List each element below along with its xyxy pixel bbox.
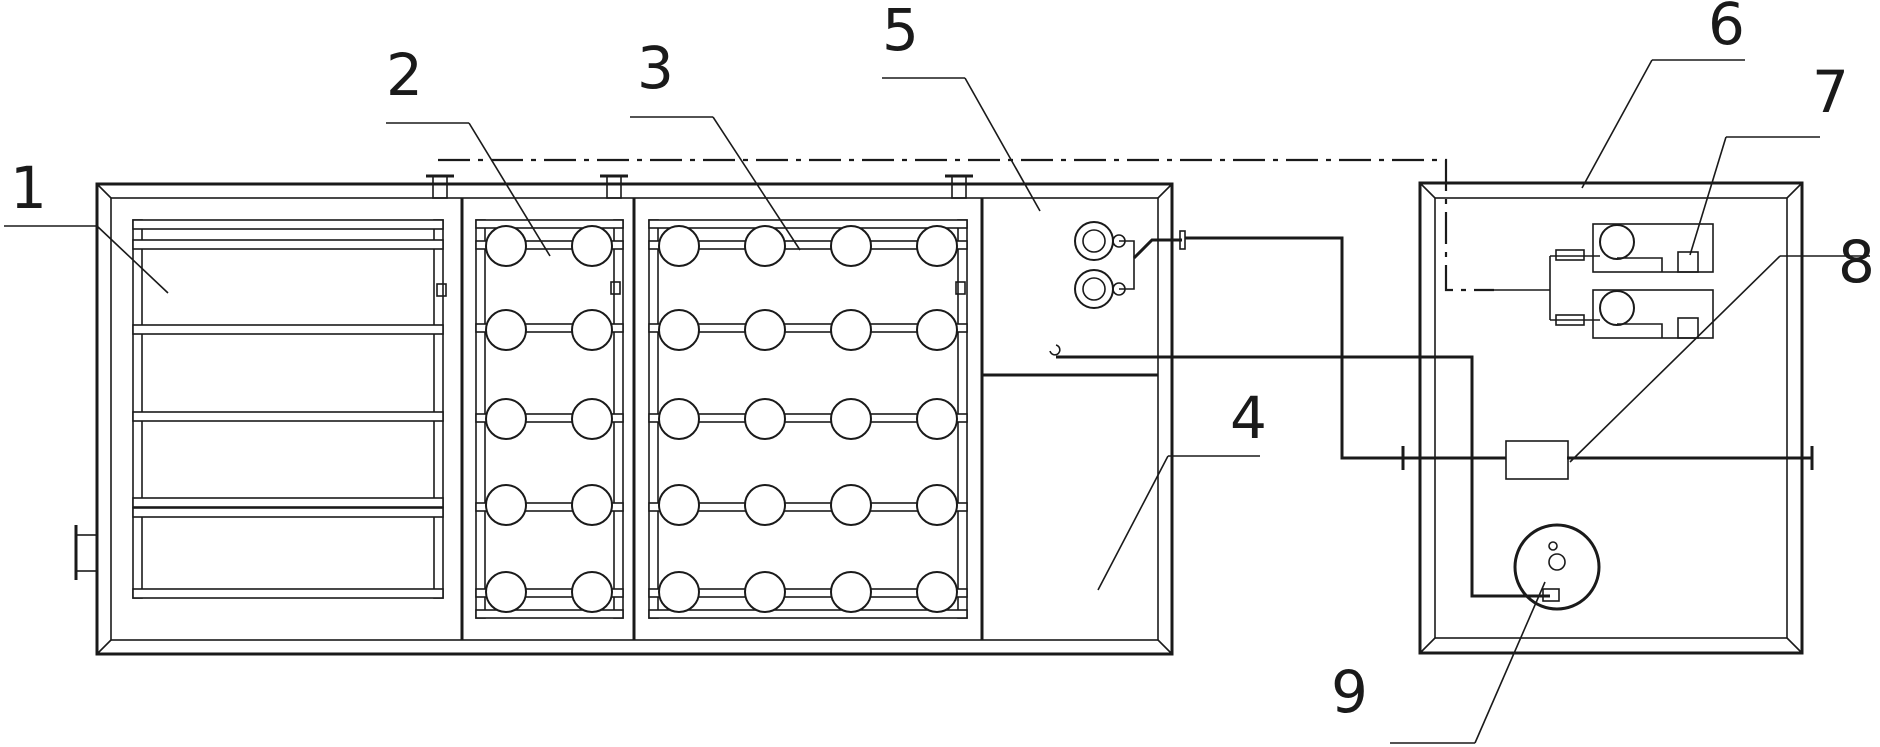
blower-units <box>1494 223 1714 339</box>
label-5: 5 <box>882 0 919 64</box>
compartment-2-media-frame <box>475 219 624 619</box>
label-4: 4 <box>1230 384 1267 452</box>
label-8: 8 <box>1838 228 1875 296</box>
control-box <box>1505 440 1569 480</box>
equipment-room <box>1418 181 1804 655</box>
top-nozzles <box>426 174 973 199</box>
label-1: 1 <box>10 154 47 222</box>
compartment-3-balls <box>658 225 958 613</box>
label-3: 3 <box>637 34 674 102</box>
label-7: 7 <box>1812 58 1849 126</box>
label-6: 6 <box>1708 0 1745 58</box>
inlet-nozzle <box>74 525 98 580</box>
main-tank <box>95 182 1174 656</box>
leader-lines <box>4 59 1870 744</box>
label-2: 2 <box>386 41 423 109</box>
dosing-tank <box>1513 523 1601 611</box>
compartment-1-plate-modules <box>132 219 447 599</box>
pipelines <box>438 158 1814 598</box>
compartment-5-pumps <box>1049 221 1186 356</box>
label-9: 9 <box>1331 658 1368 726</box>
compartment-3-media-frame <box>648 219 968 619</box>
compartment-2-balls <box>485 225 613 613</box>
callout-labels: 1 2 3 4 5 6 7 8 9 <box>10 0 1875 726</box>
